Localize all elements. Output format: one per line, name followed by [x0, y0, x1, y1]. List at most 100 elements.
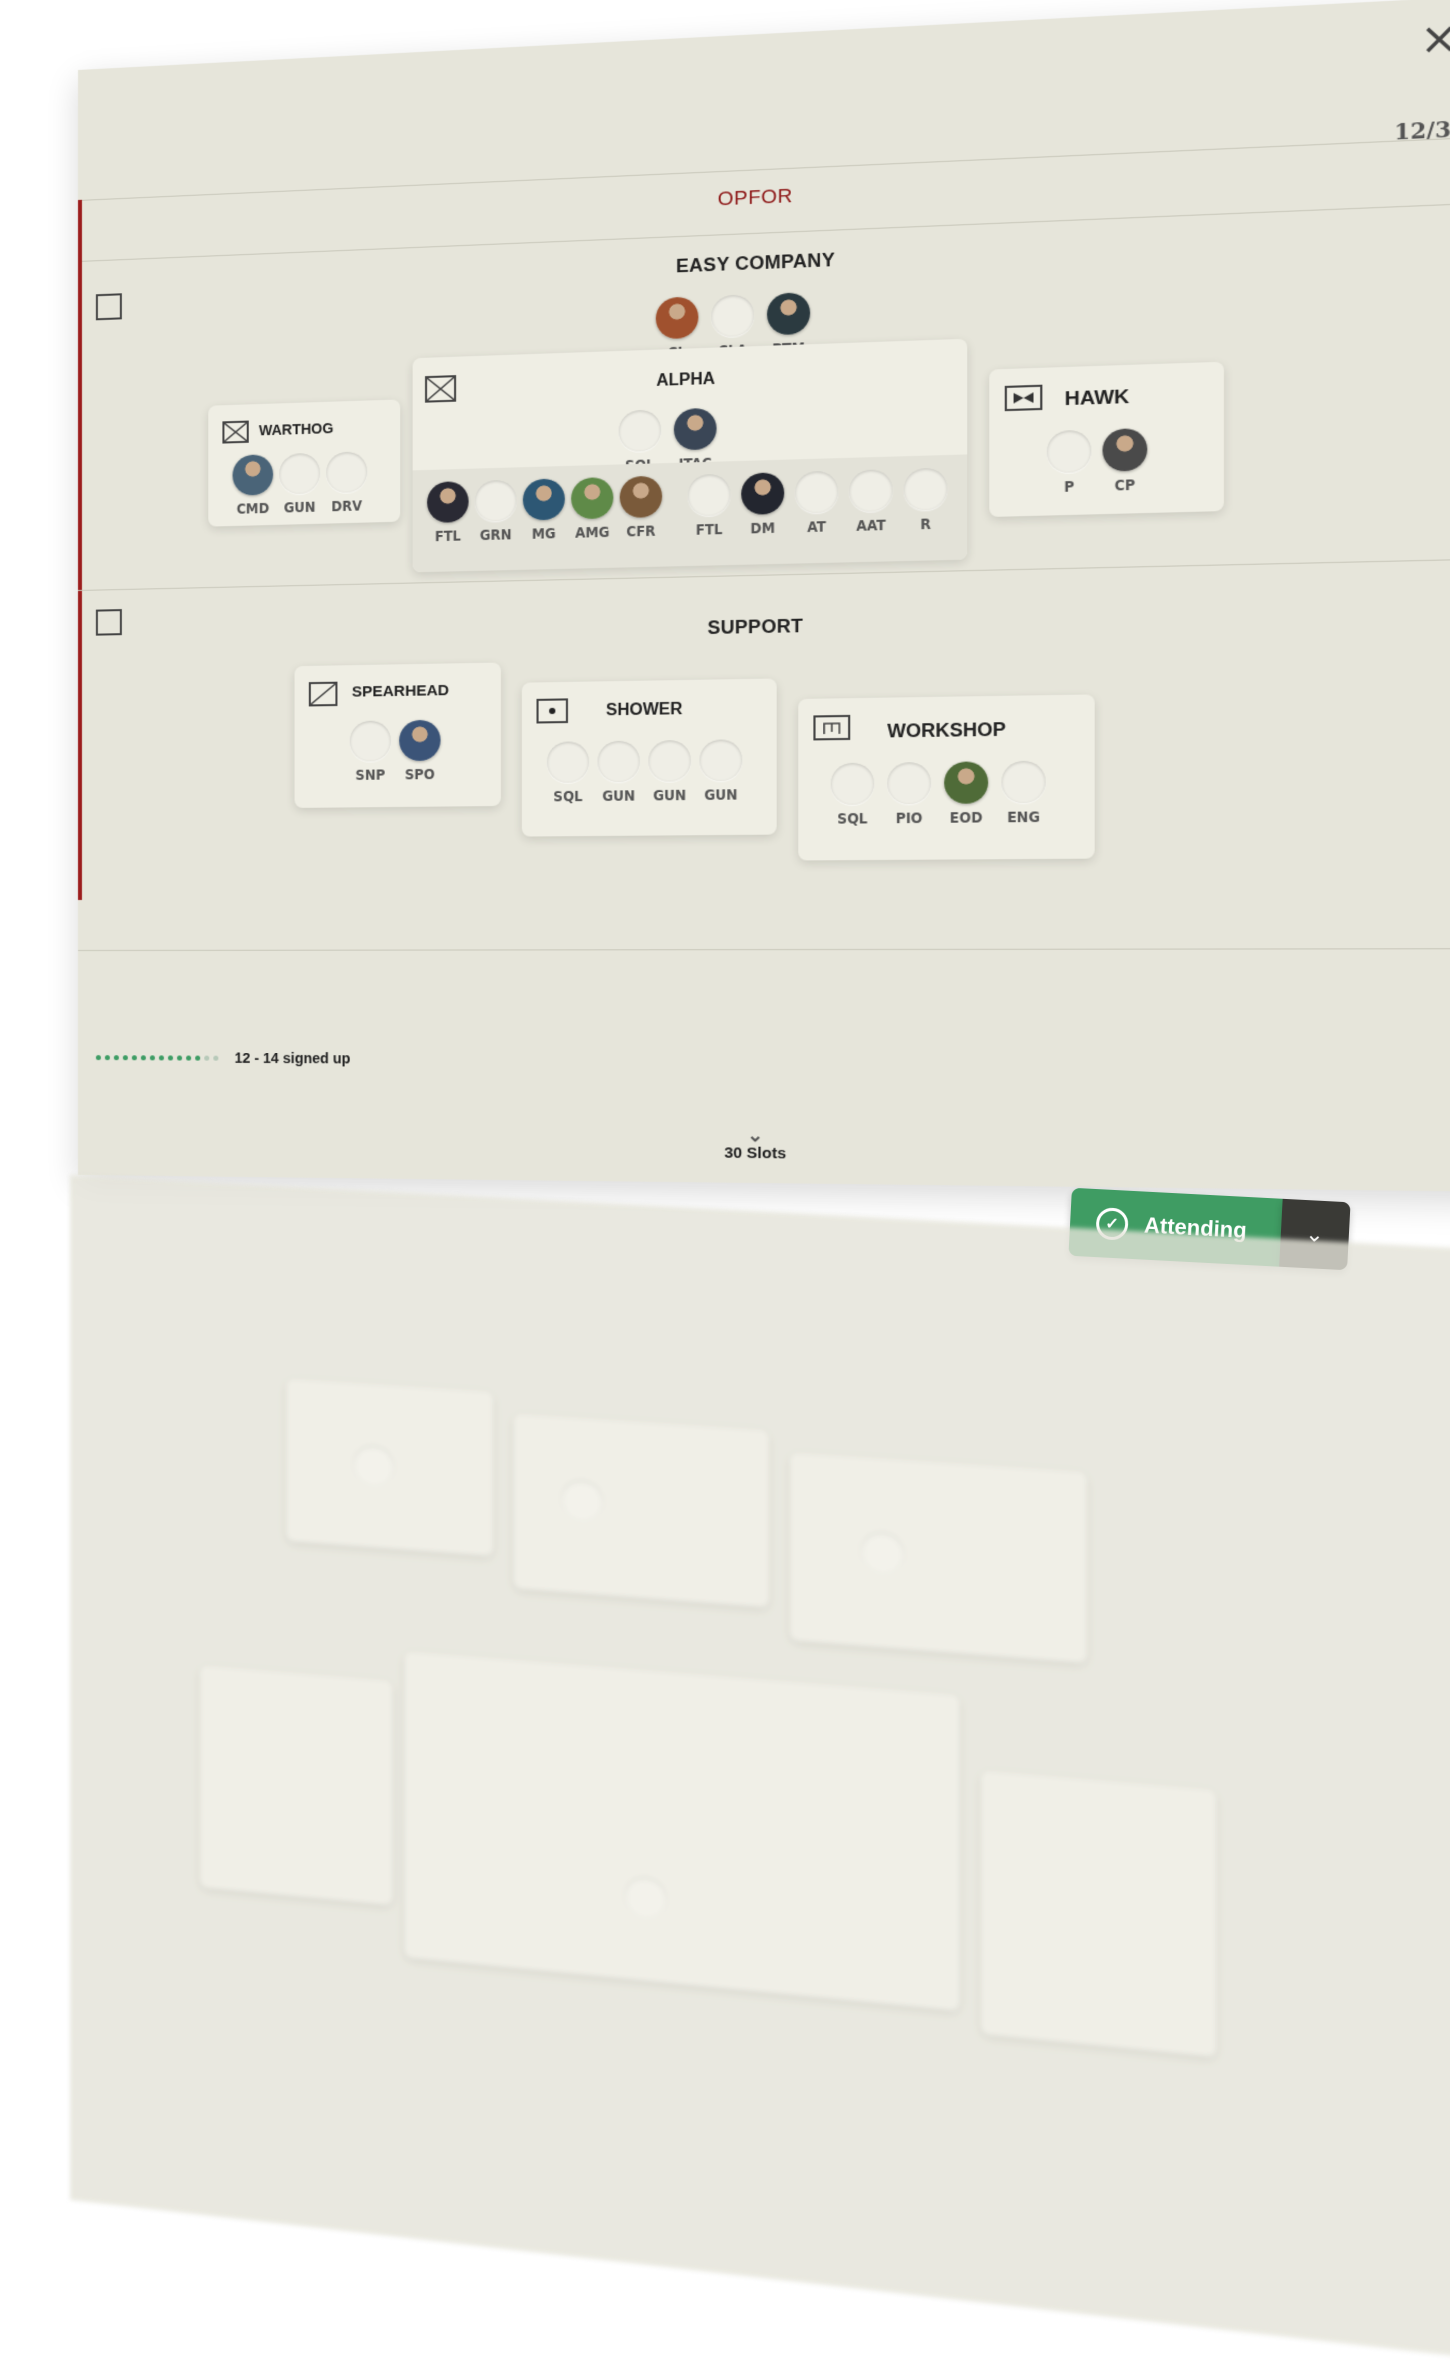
player-avatar[interactable] [619, 475, 663, 519]
empty-slot-circle[interactable] [279, 452, 321, 495]
empty-slot-circle[interactable] [687, 473, 731, 517]
role-label: SPO [404, 766, 435, 784]
empty-slot-circle[interactable] [326, 451, 368, 494]
empty-slot-circle[interactable] [711, 294, 755, 338]
reflection-card [513, 1413, 769, 1608]
reflection-card [200, 1665, 393, 1906]
panel-reflection [70, 1175, 1450, 2361]
empty-slot-circle[interactable] [1046, 429, 1092, 474]
role-label: SNP [355, 767, 386, 784]
empty-slot-circle[interactable] [699, 739, 743, 782]
slots-expander[interactable]: ⌄ 30 Slots [78, 1120, 1450, 1170]
player-avatar[interactable] [399, 719, 441, 762]
progress-dot [140, 1054, 146, 1060]
role-label: DRV [331, 498, 363, 516]
role-slot[interactable]: GUN [697, 739, 744, 804]
progress-dot [122, 1054, 128, 1060]
role-slot[interactable]: ENG [999, 760, 1048, 827]
progress-dot [204, 1055, 210, 1061]
role-slot[interactable]: CFR [618, 475, 665, 541]
player-avatar[interactable] [673, 407, 717, 451]
role-slot[interactable]: R [901, 467, 949, 534]
role-slot[interactable]: DM [739, 472, 786, 538]
card-title: WARTHOG [258, 419, 334, 439]
role-slot[interactable]: GUN [595, 740, 642, 806]
role-label: AAT [856, 517, 886, 535]
role-slot[interactable]: AT [793, 470, 841, 537]
player-avatar[interactable] [741, 472, 785, 515]
empty-slot-circle[interactable] [1001, 760, 1046, 804]
empty-slot-circle[interactable] [903, 467, 948, 511]
card-title: SHOWER [605, 700, 683, 720]
player-avatar[interactable] [655, 296, 699, 340]
empty-slot-circle[interactable] [795, 470, 839, 514]
role-slot[interactable]: FTL [686, 473, 733, 540]
empty-slot-circle[interactable] [474, 479, 517, 522]
role-slot[interactable]: GUN [646, 739, 693, 805]
warthog-slots: CMD GUN DRV [231, 451, 370, 518]
slots-label: 30 Slots [724, 1144, 787, 1163]
role-slot[interactable]: P [1045, 429, 1094, 497]
faction-title: OPFOR [717, 185, 793, 211]
role-slot[interactable]: FTL [425, 481, 471, 546]
role-slot[interactable]: SQL [545, 741, 591, 805]
progress-dot [149, 1054, 155, 1060]
role-label: FTL [695, 521, 723, 539]
role-slot[interactable]: CMD [231, 454, 276, 518]
progress-dot [195, 1055, 201, 1061]
empty-slot-circle[interactable] [648, 739, 691, 782]
crossed-box-icon [222, 421, 248, 444]
reflection-card [981, 1770, 1216, 2057]
player-avatar[interactable] [427, 481, 469, 524]
empty-slot-circle[interactable] [830, 762, 875, 805]
role-slot[interactable]: CP [1100, 428, 1149, 495]
role-label: FTL [434, 528, 461, 546]
empty-slot-circle[interactable] [849, 469, 893, 513]
role-slot[interactable]: SNP [348, 720, 393, 784]
close-icon[interactable]: × [1419, 13, 1450, 66]
empty-slot-circle[interactable] [546, 741, 590, 783]
role-label: CMD [236, 500, 270, 518]
empty-slot-circle[interactable] [597, 740, 640, 783]
role-slot[interactable]: PIO [885, 762, 933, 827]
role-label: GUN [602, 788, 636, 806]
spearhead-slots: SNP SPO [348, 719, 443, 784]
empty-slot-circle[interactable] [618, 409, 662, 453]
empty-slot-circle[interactable] [349, 720, 391, 762]
role-slot[interactable]: DRV [324, 451, 369, 515]
role-slot[interactable]: MG [521, 478, 567, 543]
card-title: WORKSHOP [887, 718, 1006, 742]
role-label: GRN [479, 526, 512, 545]
role-slot[interactable]: SQL [829, 762, 877, 828]
engineer-box-icon [813, 714, 851, 741]
player-avatar[interactable] [766, 292, 811, 336]
role-slot[interactable]: SPO [397, 719, 443, 784]
role-slot[interactable]: GUN [277, 452, 322, 517]
reflection-card [404, 1651, 960, 2011]
role-slot[interactable]: GRN [473, 479, 519, 545]
role-slot[interactable]: AAT [847, 469, 895, 535]
role-slot[interactable]: AMG [569, 476, 615, 542]
card-title: ALPHA [656, 370, 716, 390]
role-label: GUN [283, 499, 316, 517]
section-title-support: SUPPORT [707, 615, 804, 639]
player-avatar[interactable] [232, 454, 274, 496]
progress-dots [95, 1054, 219, 1061]
role-label: AT [807, 519, 826, 537]
role-slot[interactable]: EOD [942, 761, 990, 827]
alpha-team-2: FTL DM AT AAT R [686, 467, 950, 540]
player-avatar[interactable] [944, 761, 989, 804]
player-avatar[interactable] [1102, 428, 1148, 472]
signup-count: 12 - 14 signed up [234, 1049, 351, 1067]
player-avatar[interactable] [571, 476, 614, 520]
progress-dot [113, 1054, 119, 1060]
player-avatar[interactable] [522, 478, 565, 521]
empty-slot-circle[interactable] [887, 762, 931, 805]
card-title: SPEARHEAD [351, 681, 450, 701]
